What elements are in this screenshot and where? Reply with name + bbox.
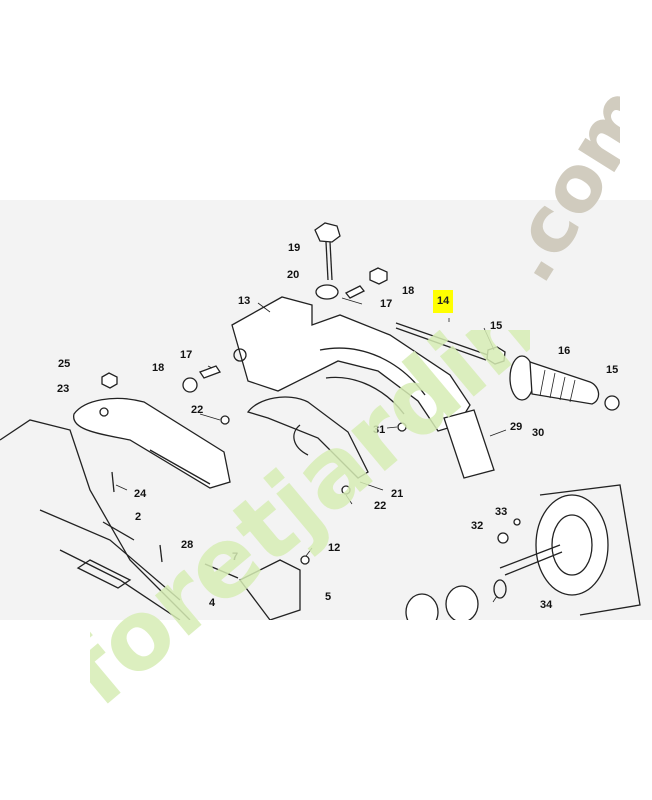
part-22-screw [220, 415, 230, 425]
label-19: 19 [288, 242, 301, 254]
label-14-highlighted: 14 [433, 290, 454, 313]
label-18-left: 18 [152, 362, 165, 374]
label-33: 33 [495, 506, 508, 518]
base-frame [0, 419, 191, 620]
label-29: 29 [510, 421, 523, 433]
part-18-hex-nut [369, 267, 388, 285]
part-23-cover [73, 397, 231, 489]
parts-diagram: 19 20 18 17 13 14 15 16 15 25 23 17 18 2… [0, 200, 652, 620]
part-32-screw [497, 532, 509, 544]
leader-lines [115, 297, 507, 603]
label-23: 23 [57, 383, 70, 395]
disc-right [445, 585, 479, 620]
label-28: 28 [181, 539, 194, 551]
label-17-left: 17 [180, 349, 193, 361]
label-12: 12 [328, 542, 341, 554]
label-18-top: 18 [402, 285, 415, 297]
label-22-top: 22 [191, 404, 204, 416]
disc-left [405, 593, 439, 620]
watermark-com-text: .com [482, 86, 620, 296]
part-17-pin-left [199, 365, 221, 379]
part-14-rod [395, 322, 489, 361]
label-2: 2 [135, 511, 142, 523]
part-24-pin [111, 471, 115, 493]
part-18-nut-left [182, 377, 198, 393]
part-17-pin [344, 285, 366, 299]
label-13: 13 [238, 295, 251, 307]
part-15-end-nut [604, 395, 620, 411]
label-24: 24 [134, 488, 147, 500]
part-15-nut [486, 346, 506, 365]
watermark-foret-logo: foretjardin [90, 330, 530, 728]
label-4: 4 [209, 597, 216, 609]
label-16: 16 [558, 345, 571, 357]
label-17-top: 17 [380, 298, 393, 310]
part-7-bolt [204, 563, 239, 579]
part-28-pin [159, 544, 163, 563]
label-25: 25 [58, 358, 71, 370]
label-32: 32 [471, 520, 484, 532]
part-33-washer [513, 518, 521, 526]
label-7: 7 [232, 551, 239, 563]
label-22-bottom: 22 [374, 500, 387, 512]
part-31-screw [397, 422, 407, 432]
label-20: 20 [287, 269, 300, 281]
label-5: 5 [325, 591, 332, 603]
motor-flange [499, 484, 641, 616]
part-19-knob-bolt [314, 222, 341, 281]
label-15-right: 15 [606, 364, 619, 376]
part-2-stud [102, 521, 135, 541]
label-30: 30 [532, 427, 545, 439]
part-29-plate [443, 409, 495, 479]
part-22-screw-lower [341, 485, 351, 495]
part-20-nut [315, 284, 339, 300]
label-21: 21 [391, 488, 404, 500]
watermark-foret-text: foretjardin [90, 330, 530, 728]
part-25-nut [101, 372, 118, 389]
label-31: 31 [373, 424, 386, 436]
part-34-ring [493, 579, 507, 599]
part-12-screw [300, 555, 310, 565]
label-34: 34 [540, 599, 553, 611]
watermark-com-logo: .com [482, 86, 620, 296]
part-5-bracket [239, 559, 301, 620]
label-15: 15 [490, 320, 503, 332]
part-16-handle [509, 355, 600, 405]
exploded-view-drawing [0, 222, 641, 620]
